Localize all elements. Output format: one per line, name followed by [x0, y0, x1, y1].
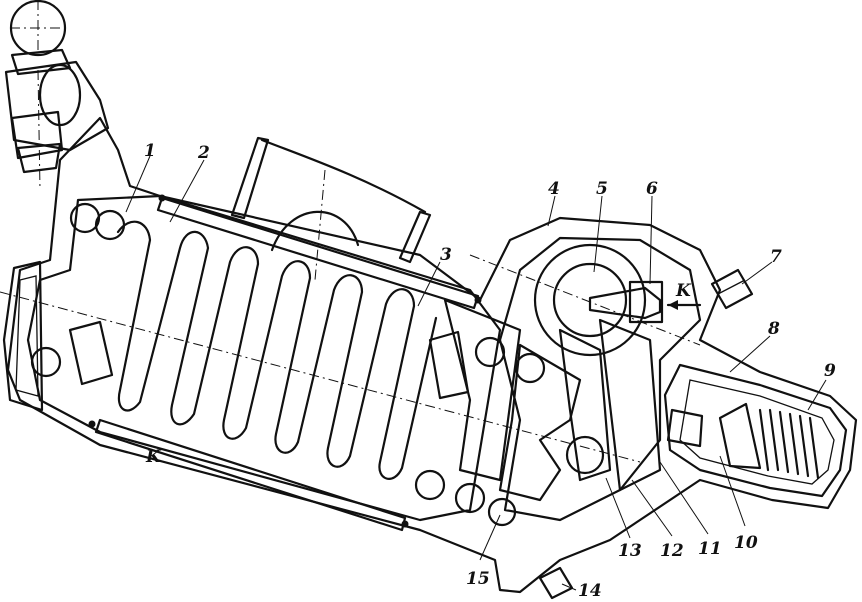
label-9: 9 — [824, 361, 836, 381]
leader-lines — [125, 155, 827, 591]
section-mark-k-lower: K — [145, 447, 162, 467]
section-mark-k-arrow: K — [675, 281, 692, 301]
label-7: 7 — [770, 247, 782, 267]
label-8: 8 — [767, 319, 780, 339]
cylinder-tube — [88, 194, 482, 532]
part-labels: 1 2 3 4 5 6 7 8 9 10 11 12 13 14 15 K K — [144, 141, 836, 601]
spring-seats — [30, 202, 546, 527]
housing — [6, 116, 858, 594]
label-2: 2 — [197, 143, 210, 163]
label-15: 15 — [466, 569, 490, 589]
end-cap — [0, 260, 641, 463]
label-6: 6 — [646, 179, 658, 199]
label-5: 5 — [596, 179, 608, 199]
piston-rack — [443, 298, 605, 502]
bleed-bolt — [710, 268, 754, 310]
label-13: 13 — [618, 541, 642, 561]
ball-joint — [4, 0, 110, 191]
label-14: 14 — [578, 581, 602, 601]
label-10: 10 — [734, 533, 758, 553]
adjusting-pin — [588, 280, 702, 324]
sector-shaft — [469, 243, 701, 492]
label-11: 11 — [698, 539, 722, 559]
coil-spring — [116, 220, 438, 480]
label-12: 12 — [660, 541, 684, 561]
label-3: 3 — [440, 245, 452, 265]
valve-assembly — [666, 402, 820, 480]
label-4: 4 — [548, 179, 560, 199]
outlet-duct — [230, 136, 432, 281]
label-1: 1 — [144, 141, 156, 161]
